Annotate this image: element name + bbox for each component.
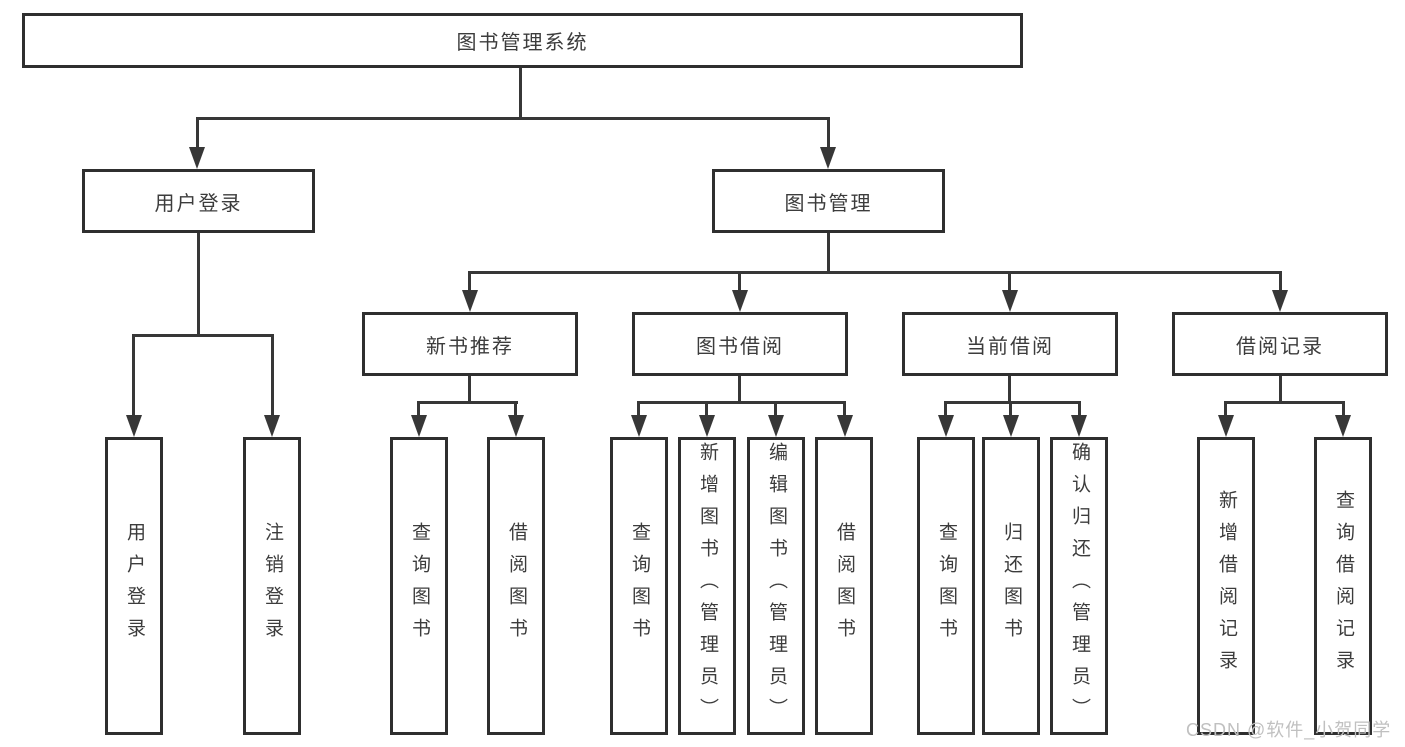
connector-line xyxy=(271,334,274,420)
node-label: 确认归还（管理员） xyxy=(1068,442,1090,730)
node-book-management: 图书管理 xyxy=(712,169,945,233)
leaf-add-borrow-record: 新增借阅记录 xyxy=(1197,437,1255,735)
node-label: 查询图书 xyxy=(935,522,957,650)
connector-line xyxy=(1224,401,1345,404)
connector-line xyxy=(417,401,420,421)
connector-line xyxy=(468,271,471,296)
connector-line xyxy=(1279,376,1282,404)
node-user-login: 用户登录 xyxy=(82,169,315,233)
leaf-borrow-books-recommend: 借阅图书 xyxy=(487,437,545,735)
node-label: 新书推荐 xyxy=(426,335,514,358)
arrowhead-icon xyxy=(508,415,524,437)
node-label: 新增借阅记录 xyxy=(1215,490,1237,682)
node-label: 图书管理系统 xyxy=(456,32,589,54)
node-book-borrowing: 图书借阅 xyxy=(632,312,848,376)
connector-line xyxy=(519,68,522,119)
node-label: 注销登录 xyxy=(261,522,283,650)
node-new-book-recommend: 新书推荐 xyxy=(362,312,578,376)
connector-line xyxy=(1279,271,1282,296)
connector-line xyxy=(738,271,741,296)
connector-line xyxy=(637,401,640,421)
arrowhead-icon xyxy=(1335,415,1351,437)
leaf-query-books-current: 查询图书 xyxy=(917,437,975,735)
node-label: 归还图书 xyxy=(1000,522,1022,650)
node-label: 借阅图书 xyxy=(505,522,527,650)
node-label: 查询图书 xyxy=(628,522,650,650)
arrowhead-icon xyxy=(699,415,715,437)
node-label: 查询图书 xyxy=(408,522,430,650)
connector-line xyxy=(514,401,517,421)
node-label: 查询借阅记录 xyxy=(1332,490,1354,682)
node-label: 借阅图书 xyxy=(833,522,855,650)
node-book-management-system: 图书管理系统 xyxy=(22,13,1023,68)
connector-line xyxy=(468,271,1282,274)
leaf-logout: 注销登录 xyxy=(243,437,301,735)
connector-line xyxy=(1342,401,1345,421)
arrowhead-icon xyxy=(938,415,954,437)
arrowhead-icon xyxy=(1071,415,1087,437)
node-label: 当前借阅 xyxy=(966,335,1054,358)
leaf-confirm-return-admin: 确认归还（管理员） xyxy=(1050,437,1108,735)
leaf-query-books-borrowing: 查询图书 xyxy=(610,437,668,735)
connector-line xyxy=(1008,271,1011,296)
connector-line xyxy=(417,401,518,404)
node-label: 图书借阅 xyxy=(696,335,784,358)
connector-line xyxy=(132,334,135,420)
leaf-user-login: 用户登录 xyxy=(105,437,163,735)
node-current-borrowing: 当前借阅 xyxy=(902,312,1118,376)
connector-line xyxy=(827,117,830,152)
connector-line xyxy=(196,117,199,152)
connector-line xyxy=(1078,401,1081,421)
connector-line xyxy=(738,376,741,404)
arrowhead-icon xyxy=(1218,415,1234,437)
leaf-return-books: 归还图书 xyxy=(982,437,1040,735)
connector-line xyxy=(196,117,830,120)
arrowhead-icon xyxy=(1002,290,1018,312)
arrowhead-icon xyxy=(264,415,280,437)
node-label: 用户登录 xyxy=(123,522,145,650)
arrowhead-icon xyxy=(189,147,205,169)
arrowhead-icon xyxy=(732,290,748,312)
connector-line xyxy=(468,376,471,404)
node-label: 图书管理 xyxy=(784,192,873,215)
connector-line xyxy=(1224,401,1227,421)
connector-line xyxy=(705,401,708,421)
connector-line xyxy=(843,401,846,421)
leaf-query-books-recommend: 查询图书 xyxy=(390,437,448,735)
node-label: 新增图书（管理员） xyxy=(696,442,718,730)
node-borrow-records: 借阅记录 xyxy=(1172,312,1388,376)
leaf-add-books-admin: 新增图书（管理员） xyxy=(678,437,736,735)
leaf-edit-books-admin: 编辑图书（管理员） xyxy=(747,437,805,735)
leaf-borrow-books: 借阅图书 xyxy=(815,437,873,735)
arrowhead-icon xyxy=(837,415,853,437)
arrowhead-icon xyxy=(411,415,427,437)
connector-line xyxy=(637,401,846,404)
node-label: 用户登录 xyxy=(154,192,243,215)
connector-line xyxy=(944,401,1081,404)
csdn-watermark: CSDN @软件_小贺同学 xyxy=(1186,720,1392,740)
arrowhead-icon xyxy=(126,415,142,437)
arrowhead-icon xyxy=(1272,290,1288,312)
leaf-query-borrow-record: 查询借阅记录 xyxy=(1314,437,1372,735)
arrowhead-icon xyxy=(462,290,478,312)
arrowhead-icon xyxy=(1003,415,1019,437)
connector-line xyxy=(132,334,274,337)
connector-line xyxy=(1009,401,1012,421)
connector-line xyxy=(197,233,200,337)
connector-line xyxy=(774,401,777,421)
node-label: 借阅记录 xyxy=(1236,335,1324,358)
arrowhead-icon xyxy=(631,415,647,437)
connector-line xyxy=(1008,376,1011,404)
connector-line xyxy=(827,233,830,274)
node-label: 编辑图书（管理员） xyxy=(765,442,787,730)
arrowhead-icon xyxy=(768,415,784,437)
arrowhead-icon xyxy=(820,147,836,169)
connector-line xyxy=(944,401,947,421)
